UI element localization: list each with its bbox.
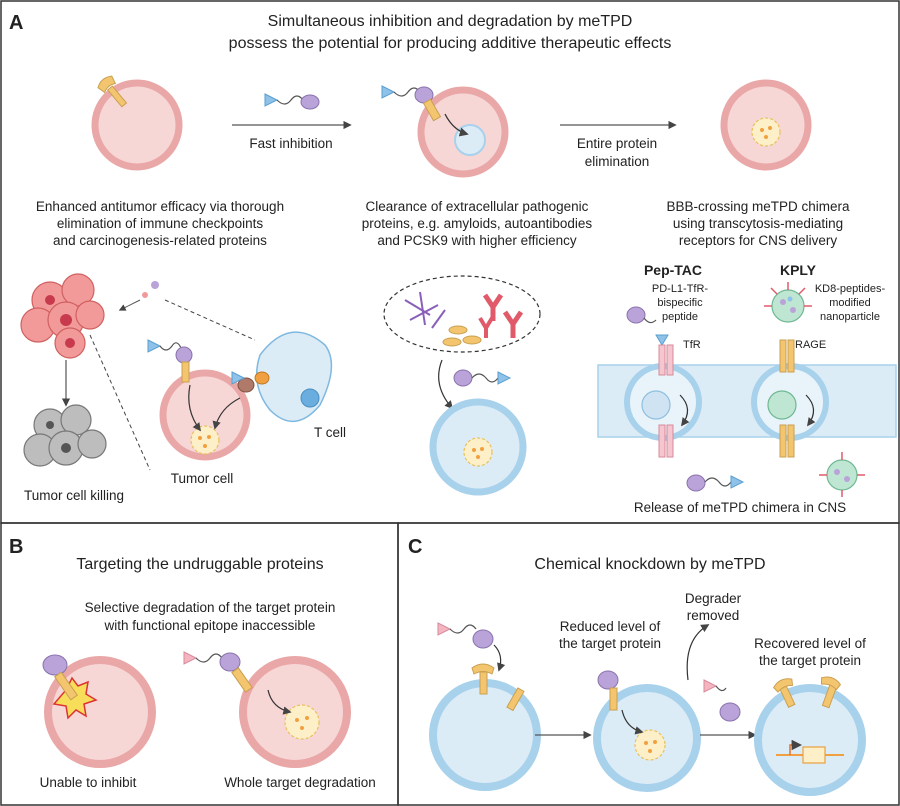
transcytosis-vesicle-rage — [751, 339, 829, 458]
rage-label: RAGE — [795, 339, 826, 351]
t-cell-label: T cell — [314, 425, 346, 440]
pcsk9-icon — [442, 325, 482, 347]
panel-b-label-left: Unable to inhibit — [40, 775, 137, 790]
zoom-line-1 — [89, 334, 151, 471]
degrader-line1: Degrader — [685, 591, 742, 606]
removed-degrader-icon — [703, 679, 741, 722]
col1-line1: Enhanced antitumor efficacy via thorough — [36, 199, 284, 214]
nanoparticle-icon-top — [764, 282, 812, 323]
pink-cell-inhibition — [381, 85, 509, 178]
arrow2-label-line2: elimination — [585, 154, 650, 169]
col2-line3: and PCSK9 with higher efficiency — [377, 233, 577, 248]
nanoparticle-icon-bottom — [819, 452, 865, 497]
tumor-cell — [147, 339, 255, 461]
release-label: Release of meTPD chimera in CNS — [634, 500, 846, 515]
gene-box — [802, 746, 826, 764]
autoantibody-icon — [478, 293, 524, 338]
col3-line1: BBB-crossing meTPD chimera — [666, 199, 850, 214]
kply-desc-line1: KD8-peptides- — [815, 283, 886, 295]
panel-a-letter: A — [9, 12, 23, 34]
panel-b-title: Targeting the undruggable proteins — [76, 556, 323, 573]
pep-tac-molecule-icon — [626, 306, 669, 346]
panel-c-frame — [397, 522, 900, 806]
panel-c-title: Chemical knockdown by meTPD — [534, 556, 765, 573]
blue-cell-col2 — [429, 398, 527, 496]
arrow-degrader-removed — [686, 624, 710, 681]
col1-line2: elimination of immune checkpoints — [57, 216, 264, 231]
col2-line1: Clearance of extracellular pathogenic — [366, 199, 589, 214]
pep-tac-label: Pep-TAC — [644, 262, 702, 278]
zoom-line-2 — [164, 299, 256, 341]
pink-cell-undruggable — [42, 654, 156, 768]
degrader-line2: removed — [687, 608, 740, 623]
blue-cell-c1 — [429, 622, 541, 791]
extracellular-protein-pool — [383, 275, 541, 353]
blue-cell-c2 — [593, 670, 701, 792]
pink-cell-degradation — [183, 651, 351, 768]
tumor-cell-killing-label: Tumor cell killing — [24, 488, 124, 503]
reduced-line1: Reduced level of — [560, 619, 661, 634]
metpd-chimera-icon — [264, 93, 320, 110]
amyloid-fibrils-icon — [404, 291, 446, 329]
receptor-icon — [97, 75, 128, 108]
arrow2-label-line1: Entire protein — [577, 136, 657, 151]
col1-line3: and carcinogenesis-related proteins — [53, 233, 267, 248]
pep-desc-line3: peptide — [662, 311, 698, 323]
pink-cell-start — [91, 75, 183, 171]
panel-b-desc-line1: Selective degradation of the target prot… — [85, 600, 336, 615]
kply-label: KPLY — [780, 262, 817, 278]
transcytosis-vesicle-tfr — [624, 344, 702, 458]
star-blocked-icon — [52, 676, 98, 720]
tfr-label: TfR — [683, 339, 701, 351]
small-chimera-icon — [118, 281, 159, 311]
reduced-line2: the target protein — [559, 636, 661, 651]
recovered-line1: Recovered level of — [754, 636, 866, 651]
tumor-cluster — [20, 273, 105, 359]
col2-chimera-icon — [453, 369, 512, 387]
pep-desc-line1: PD-L1-TfR- — [652, 283, 709, 295]
panel-b-desc-line2: with functional epitope inaccessible — [104, 618, 316, 633]
arrow-uptake — [438, 359, 454, 410]
panel-a-title-line1: Simultaneous inhibition and degradation … — [268, 13, 633, 30]
kply-desc-line2: modified — [829, 297, 871, 309]
tumor-cell-label: Tumor cell — [171, 471, 234, 486]
promoter-arrow — [789, 739, 803, 755]
col3-line3: receptors for CNS delivery — [679, 233, 838, 248]
panel-a-title-line2: possess the potential for producing addi… — [229, 35, 672, 52]
recovered-line2: the target protein — [759, 653, 861, 668]
col3-line2: using transcytosis-mediating — [673, 216, 843, 231]
kply-desc-line3: nanoparticle — [820, 311, 880, 323]
pep-desc-line2: bispecific — [657, 297, 703, 309]
blue-cell-c3 — [754, 676, 866, 796]
panel-b-label-right: Whole target degradation — [224, 775, 376, 790]
released-chimera-icon — [686, 474, 745, 492]
arrow1-label: Fast inhibition — [249, 136, 332, 151]
pink-cell-cleared — [720, 79, 812, 171]
dead-tumor-cluster — [23, 404, 107, 467]
panel-b-letter: B — [9, 536, 23, 558]
panel-c-letter: C — [408, 536, 422, 558]
col2-line2: proteins, e.g. amyloids, autoantibodies — [362, 216, 593, 231]
t-cell — [254, 331, 333, 423]
